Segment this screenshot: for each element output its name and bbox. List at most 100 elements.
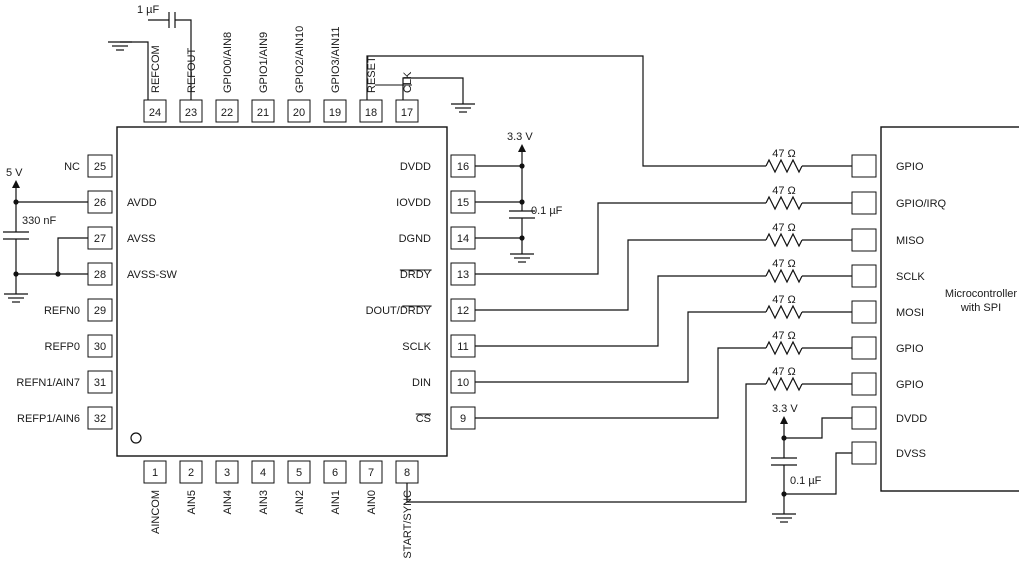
pin-number: 28 [94, 269, 106, 281]
resistor-label: 47 Ω [772, 330, 796, 342]
pin-box [450, 298, 476, 322]
wires [3, 12, 852, 523]
pin-box [851, 154, 877, 178]
junction-dot [13, 271, 19, 277]
pin-number: 17 [401, 107, 413, 119]
junction-dot [13, 199, 19, 205]
pin-number: 1 [152, 467, 158, 479]
mcu-pin-label: GPIO [896, 379, 924, 391]
pin-number: 16 [457, 161, 469, 173]
pin-number: 21 [257, 107, 269, 119]
pin-label: DOUT/DRDY [366, 305, 432, 317]
pin-box [287, 460, 311, 484]
pin-label: AIN5 [186, 490, 198, 514]
pin-box [395, 99, 419, 123]
pin-box [851, 372, 877, 396]
pin-label: REFN1/AIN7 [16, 377, 80, 389]
pin-box [87, 370, 113, 394]
resistor-label: 47 Ω [772, 185, 796, 197]
pin-label: AVSS [127, 233, 156, 245]
mcu-pin-label: MISO [896, 235, 925, 247]
pin-label: GPIO0/AIN8 [222, 32, 234, 93]
pin-label: REFP0 [45, 341, 80, 353]
junction-dot [55, 271, 61, 277]
junction-dot [781, 435, 787, 441]
pin-number: 7 [368, 467, 374, 479]
supply-arrow [12, 180, 20, 188]
pin-number: 9 [460, 413, 466, 425]
pin-box [851, 228, 877, 252]
din-wire [475, 311, 766, 383]
pin-box [851, 300, 877, 324]
cap-dvdd-label: 0.1 µF [531, 205, 563, 217]
pin-box [143, 460, 167, 484]
cap-avdd-label: 330 nF [22, 215, 57, 227]
resistor-label: 47 Ω [772, 366, 796, 378]
pin-number: 26 [94, 197, 106, 209]
mcu-pin-label: GPIO/IRQ [896, 198, 947, 210]
pin-box [87, 334, 113, 358]
pin-number: 5 [296, 467, 302, 479]
supply-arrow [780, 416, 788, 424]
resistor-47ohm [765, 268, 803, 284]
adc-chip-body [116, 126, 448, 457]
pin-number: 15 [457, 197, 469, 209]
pin-box [215, 99, 239, 123]
pin-label: DVDD [400, 161, 431, 173]
supply-dvdd-label: 3.3 V [507, 131, 533, 143]
pin-number: 22 [221, 107, 233, 119]
pin-number: 25 [94, 161, 106, 173]
resistor-47ohm [765, 376, 803, 392]
pin-label: REFP1/AIN6 [17, 413, 80, 425]
pin-label: REFCOM [150, 45, 162, 93]
pin-box [395, 460, 419, 484]
pin-number: 8 [404, 467, 410, 479]
pin-box [450, 262, 476, 286]
pin-label: GPIO2/AIN10 [294, 26, 306, 93]
pin-box [87, 226, 113, 250]
pin-number: 14 [457, 233, 469, 245]
mcu-pin-label: DVSS [896, 448, 926, 460]
mcu-title-line1: Microcontroller [945, 288, 1017, 300]
pin-number: 12 [457, 305, 469, 317]
supply-mcu-label: 3.3 V [772, 403, 798, 415]
start-sync-wire [406, 383, 766, 503]
junction-dot [519, 163, 525, 169]
refcom-wire [120, 41, 149, 100]
pin-number: 24 [149, 107, 161, 119]
pin-box [87, 262, 113, 286]
pin-number: 31 [94, 377, 106, 389]
pin-box [851, 191, 877, 215]
pin-label: AVSS-SW [127, 269, 178, 281]
pin-box [359, 460, 383, 484]
reset-wire [366, 55, 766, 167]
pin-number: 18 [365, 107, 377, 119]
pin-box [179, 99, 203, 123]
cs-wire [475, 347, 766, 419]
pin-number: 32 [94, 413, 106, 425]
mcu-pin-label: GPIO [896, 343, 924, 355]
pin-label: GPIO1/AIN9 [258, 32, 270, 93]
mcu-dvdd-wire [784, 417, 852, 439]
mcu-title-line2: with SPI [960, 302, 1001, 314]
pin-label: IOVDD [396, 197, 431, 209]
pin-number: 3 [224, 467, 230, 479]
supply-arrow [518, 144, 526, 152]
resistors: 47 Ω47 Ω47 Ω47 Ω47 Ω47 Ω47 Ω [765, 148, 803, 392]
pin-box [359, 99, 383, 123]
cap-refout-label: 1 µF [137, 4, 160, 16]
pin-box [251, 460, 275, 484]
pin-box [450, 334, 476, 358]
pin-label: AIN4 [222, 490, 234, 514]
pin-number: 30 [94, 341, 106, 353]
pin-box [87, 154, 113, 178]
pin-label: GPIO3/AIN11 [330, 27, 342, 93]
pin-label: AIN3 [258, 490, 270, 514]
pin1-marker [130, 432, 142, 444]
pin-number: 23 [185, 107, 197, 119]
pin-box [450, 370, 476, 394]
mcu-pin-label: MOSI [896, 307, 924, 319]
junction-dot [519, 235, 525, 241]
pin-label: AIN0 [366, 490, 378, 514]
